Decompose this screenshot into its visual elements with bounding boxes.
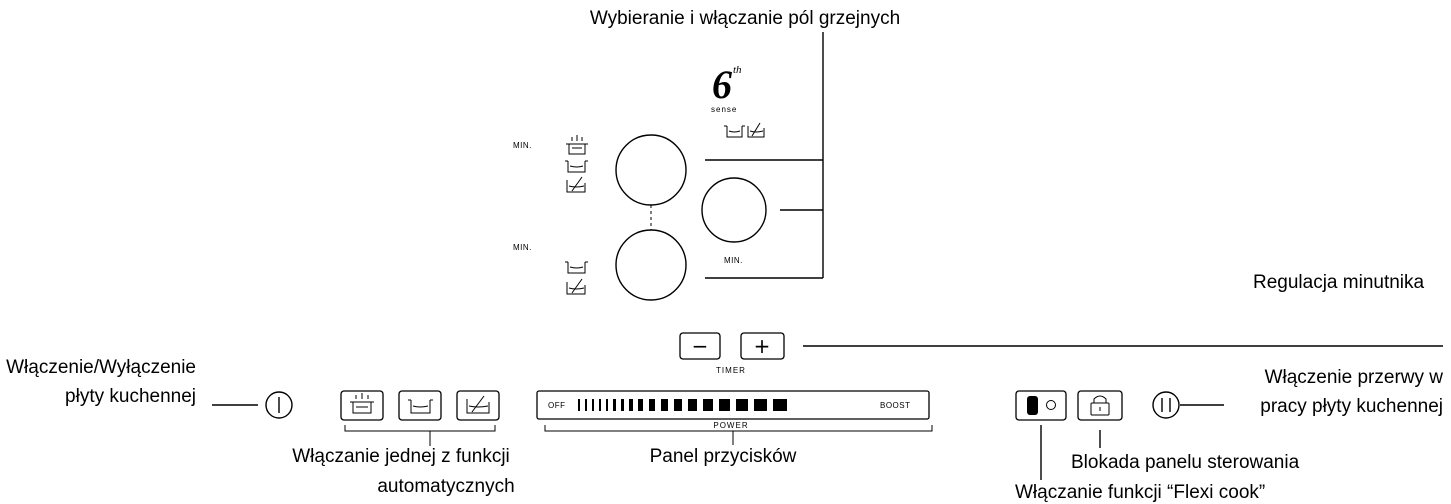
label-lock: Blokada panelu sterowania: [1071, 452, 1300, 473]
timer-caption: TIMER: [716, 366, 746, 375]
power-step-8[interactable]: [629, 399, 633, 411]
flexi-dot-icon: [1046, 400, 1056, 410]
pot-icon: [724, 125, 745, 138]
top-left-zone-mode-icons: [565, 135, 588, 193]
power-step-9[interactable]: [638, 399, 643, 411]
power-step-4[interactable]: [599, 399, 601, 411]
power-bracket: [544, 425, 933, 445]
zone-button-right[interactable]: [701, 177, 767, 243]
auto-simmer-button[interactable]: [398, 390, 442, 421]
power-onoff-button[interactable]: [265, 391, 293, 419]
power-off-label: OFF: [548, 401, 566, 410]
boiling-pot-icon: [566, 135, 588, 155]
logo-six: 6: [712, 62, 732, 107]
timer-plus-label: +: [754, 334, 771, 358]
min-label-bottom-left: MIN.: [513, 243, 532, 252]
power-step-17[interactable]: [754, 399, 767, 411]
pot-icon: [565, 160, 588, 173]
pan-with-spoon-icon: [747, 122, 765, 138]
zone-button-top-left[interactable]: [615, 134, 687, 206]
timer-plus-button[interactable]: +: [740, 332, 785, 360]
power-step-15[interactable]: [719, 399, 730, 411]
power-step-18[interactable]: [773, 399, 787, 411]
label-heating-zones: Wybieranie i włączanie pól grzejnych: [590, 8, 900, 29]
label-onoff-line2: płyty kuchennej: [65, 386, 196, 407]
lock-icon: [1090, 395, 1110, 416]
label-onoff-line1: Włączenie/Wyłączenie: [6, 357, 196, 378]
power-step-6[interactable]: [613, 399, 616, 411]
pan-with-spoon-icon: [566, 176, 586, 193]
label-keypad: Panel przycisków: [650, 446, 797, 467]
power-step-10[interactable]: [649, 399, 655, 411]
power-step-13[interactable]: [688, 399, 697, 411]
zone-button-bottom-left[interactable]: [615, 229, 687, 301]
power-boost-label: BOOST: [880, 401, 911, 410]
flexi-cook-button[interactable]: [1015, 390, 1067, 421]
power-slider[interactable]: OFF BOOST: [536, 390, 930, 420]
boiling-pot-icon: [350, 393, 374, 414]
heating-zones-leader: [705, 32, 824, 279]
pot-icon: [408, 399, 433, 414]
power-step-1[interactable]: [578, 399, 580, 411]
logo-sense: sense: [711, 105, 737, 114]
power-step-2[interactable]: [585, 399, 587, 411]
power-caption: POWER: [713, 421, 748, 430]
label-auto-line1: Włączanie jednej z funkcji: [292, 446, 510, 467]
power-step-11[interactable]: [661, 399, 668, 411]
min-label-right: MIN.: [724, 256, 743, 265]
label-pause-line2: pracy płyty kuchennej: [1260, 396, 1443, 417]
power-step-12[interactable]: [674, 399, 682, 411]
label-timer-adjust: Regulacja minutnika: [1253, 272, 1425, 293]
flexi-zone-icon: [1027, 396, 1038, 415]
label-pause-line1: Włączenie przerwy w: [1265, 367, 1444, 388]
power-step-16[interactable]: [736, 399, 748, 411]
pan-with-spoon-icon: [466, 395, 490, 414]
power-step-14[interactable]: [703, 399, 713, 411]
auto-fry-button[interactable]: [456, 390, 500, 421]
power-step-3[interactable]: [592, 399, 594, 411]
timer-minus-button[interactable]: −: [679, 332, 721, 360]
min-label-top-left: MIN.: [513, 141, 532, 150]
pause-button[interactable]: [1152, 391, 1180, 419]
power-step-5[interactable]: [606, 399, 608, 411]
power-step-7[interactable]: [621, 399, 624, 411]
pot-icon: [565, 261, 588, 274]
auto-boil-button[interactable]: [340, 390, 384, 421]
right-zone-mode-icons: [724, 122, 765, 138]
label-flexi: Włączanie funkcji “Flexi cook”: [1015, 482, 1265, 503]
label-auto-line2: automatycznych: [377, 476, 514, 497]
bottom-left-zone-mode-icons: [565, 261, 588, 295]
sixth-sense-logo: 6 th sense: [711, 62, 742, 114]
logo-th: th: [733, 64, 742, 76]
control-lock-button[interactable]: [1077, 390, 1123, 421]
power-level-steps: [578, 399, 787, 411]
timer-minus-label: −: [692, 334, 709, 358]
pan-with-spoon-icon: [566, 278, 586, 295]
auto-functions-bracket: [344, 425, 496, 446]
